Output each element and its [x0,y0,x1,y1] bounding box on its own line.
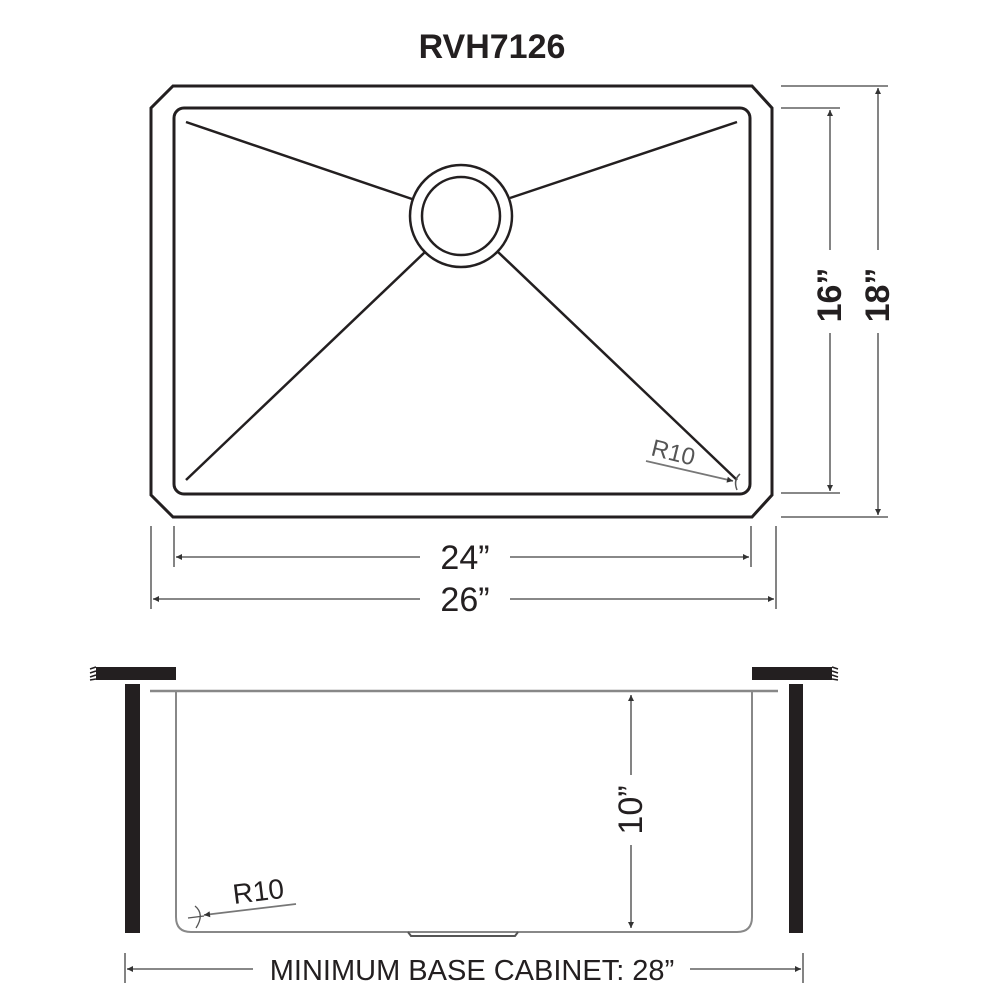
cabinet-wall-right [789,684,803,933]
drain-inner-ring [420,175,502,257]
width-dimensions: 24” 26” [150,526,777,619]
side-radius-label: R10 [231,873,286,910]
countertop-right [752,667,832,680]
drain-profile [407,931,519,937]
model-title: RVH7126 [419,28,566,66]
countertop-left [96,667,176,680]
drain-outer-ring [408,163,514,269]
corner-radius-annotation: R10 [645,435,741,491]
inner-width-label: 24” [440,539,489,577]
side-radius-annotation: R10 [187,873,297,929]
outer-depth-label: 18” [859,268,897,323]
depth-dimensions: 16” 18” [781,85,897,518]
outer-rim-outline [149,84,774,519]
inner-depth-label: 16” [811,268,849,323]
bowl-depth-label: 10” [612,785,650,834]
side-view: 10” R10 MINIMUM BASE CABINET: 28” [89,666,839,987]
outer-width-label: 26” [440,581,489,619]
inner-bowl-outline [172,106,752,496]
top-view: R10 16” 18” 24” [149,84,897,619]
cabinet-wall-left [125,684,140,933]
slope-line-bottom-right [497,251,738,481]
slope-line-bottom-left [185,251,426,481]
bowl-profile [175,691,753,933]
min-cabinet-label: MINIMUM BASE CABINET: 28” [270,955,674,987]
slope-line-top-left [185,120,413,201]
corner-radius-label: R10 [649,435,698,472]
slope-line-top-right [509,120,738,200]
